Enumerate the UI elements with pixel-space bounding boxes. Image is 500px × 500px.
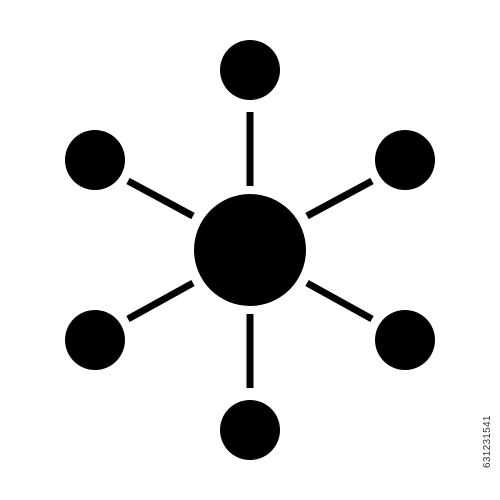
node-upper-left [65, 130, 125, 190]
hub-node-center [194, 194, 306, 306]
connector-lower-right [305, 279, 374, 323]
node-lower-left [65, 310, 125, 370]
node-top [220, 40, 280, 100]
stock-id-label: 631231541 [482, 415, 493, 469]
node-upper-right [375, 130, 435, 190]
node-lower-right [375, 310, 435, 370]
connector-upper-right [305, 177, 374, 220]
connector-lines [126, 112, 374, 388]
connector-lower-left [126, 279, 195, 323]
connector-upper-left [126, 177, 195, 220]
node-bottom [220, 400, 280, 460]
